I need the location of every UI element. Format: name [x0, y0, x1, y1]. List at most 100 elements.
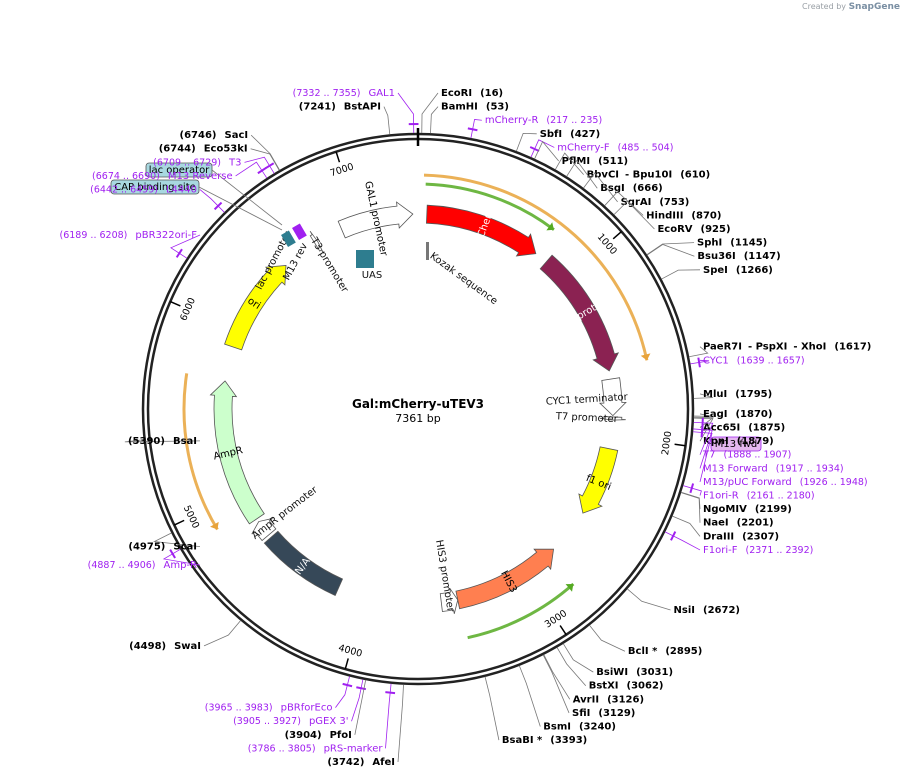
site-name: SbfI(427)	[540, 129, 600, 140]
site-name-text: BbvCI	[587, 170, 619, 181]
site-name: SpeI(1266)	[703, 265, 773, 276]
site-name: M13 Forward(1917 .. 1934)	[703, 463, 844, 474]
site-position: (1795)	[735, 389, 772, 400]
site-leader	[672, 515, 701, 537]
site-position: (3240)	[579, 722, 616, 733]
feature-his3	[455, 548, 555, 610]
site-name: BsiWI(3031)	[596, 667, 673, 678]
restriction-site: NaeI(2201)	[680, 492, 774, 529]
lac-operator-leader	[211, 169, 283, 226]
site-leader	[542, 654, 570, 714]
uas-box	[356, 250, 374, 268]
feature-label-t3-promoter: T3 promoter	[308, 235, 351, 295]
feature-his3-promoter	[439, 587, 459, 614]
site-leader	[562, 643, 594, 673]
site-position: (6709 .. 6729)	[153, 157, 221, 168]
orf-band	[182, 373, 219, 531]
restriction-site: (5390)BsaI	[124, 436, 201, 447]
feature-ori	[224, 265, 287, 351]
site-position: (511)	[598, 156, 628, 167]
site-name-text: L4440	[166, 185, 197, 196]
feature-ampr-promoter	[251, 518, 277, 542]
primer-site: (6709 .. 6729) T3	[153, 156, 275, 174]
site-name-text: SgrAI	[621, 197, 652, 208]
site-name: (4498)SwaI	[129, 641, 201, 652]
site-leader	[690, 359, 710, 365]
orf-arrowhead	[546, 222, 554, 231]
site-leader	[646, 242, 695, 255]
restriction-site: SgrAI(753)	[583, 172, 689, 208]
site-name-text: EagI	[703, 409, 727, 420]
site-position: (53)	[486, 102, 509, 113]
site-leader	[534, 140, 559, 162]
restriction-site: (7241)BstAPI	[299, 102, 391, 135]
site-name-text: M13 Reverse	[168, 171, 233, 182]
site-leader	[613, 200, 655, 230]
tick-mark	[344, 658, 349, 670]
site-name-text: PaeR7I	[703, 342, 742, 353]
site-position: (6442 .. 6459)	[90, 185, 158, 196]
site-position: (1147)	[744, 251, 781, 262]
site-name: (3904)PfoI	[285, 730, 352, 741]
site-name: NsiI(2672)	[674, 605, 740, 616]
site-position: (485 .. 504)	[618, 142, 674, 153]
site-leader	[543, 654, 571, 700]
site-position: (6674 .. 6690)	[92, 171, 160, 182]
site-name: BclI *(2895)	[628, 646, 702, 657]
primer-site: F1ori-F(2371 .. 2392)	[664, 531, 813, 556]
site-leader	[124, 439, 201, 443]
restriction-site: Acc65I(1875)	[693, 416, 785, 434]
tick-mark	[559, 625, 567, 636]
site-position: (7332 .. 7355)	[293, 88, 361, 99]
site-leader	[162, 548, 201, 566]
restriction-site: SphI(1145)	[646, 238, 767, 255]
box-label-6: M13 fwd	[715, 439, 757, 450]
site-name-text: BsmI	[543, 722, 571, 733]
site-name: (6744)Eco53kI	[159, 144, 248, 155]
site-leader	[153, 532, 201, 547]
site-name: (6709 .. 6729) T3	[153, 157, 241, 168]
site-leader	[646, 243, 695, 257]
site-name: (6189 .. 6208)pBR322ori-F	[60, 230, 198, 241]
site-position: (1266)	[736, 265, 773, 276]
site-position: (4887 .. 4906)	[88, 560, 156, 571]
site-leader	[203, 620, 241, 647]
feature-mcherry	[425, 204, 537, 257]
primer-site: mCherry-R(217 .. 235)	[467, 115, 602, 139]
site-position: (1870)	[735, 409, 772, 420]
restriction-site: BsiWI(3031)	[562, 643, 673, 678]
site-leader	[627, 588, 671, 611]
site-leader	[664, 531, 701, 551]
tick-label: 4000	[337, 643, 363, 660]
site-name: BstXI(3062)	[589, 681, 664, 692]
site-name: (4975)ScaI	[128, 542, 197, 553]
site-leader	[693, 428, 713, 469]
site-leader	[397, 92, 415, 134]
credit-prefix: Created by	[802, 2, 847, 11]
site-name-text: BsgI	[600, 183, 624, 194]
primer-site: (6674 .. 6690) M13 Reverse	[92, 161, 268, 182]
tick-label: 2000	[660, 430, 674, 455]
site-name-text: BstAPI	[344, 102, 381, 113]
site-leader	[604, 191, 644, 216]
orf-arrows	[182, 173, 651, 640]
site-position: (666)	[633, 183, 663, 194]
restriction-site: EcoRI(16)	[421, 88, 503, 134]
site-name-text: pRS-marker	[324, 743, 384, 754]
site-leader	[430, 106, 439, 134]
feature-cen-ars	[263, 530, 344, 596]
primer-site: F1ori-R(2161 .. 2180)	[683, 483, 815, 502]
tick-mark	[335, 151, 341, 163]
primer-site: CYC1(1639 .. 1657)	[690, 355, 805, 368]
feature-t3-promoter	[309, 230, 324, 254]
kozak-mark	[426, 242, 429, 260]
site-leader	[556, 647, 587, 686]
site-leader	[250, 148, 280, 171]
site-leader	[530, 139, 555, 158]
site-name: DraIII(2307)	[703, 531, 779, 542]
site-position: (3905 .. 3927)	[233, 716, 301, 727]
tick-label: 5000	[181, 504, 201, 531]
site-name-text: T3	[228, 157, 241, 168]
orf-arrowhead	[210, 521, 219, 530]
site-name: Bsu36I(1147)	[697, 251, 780, 262]
